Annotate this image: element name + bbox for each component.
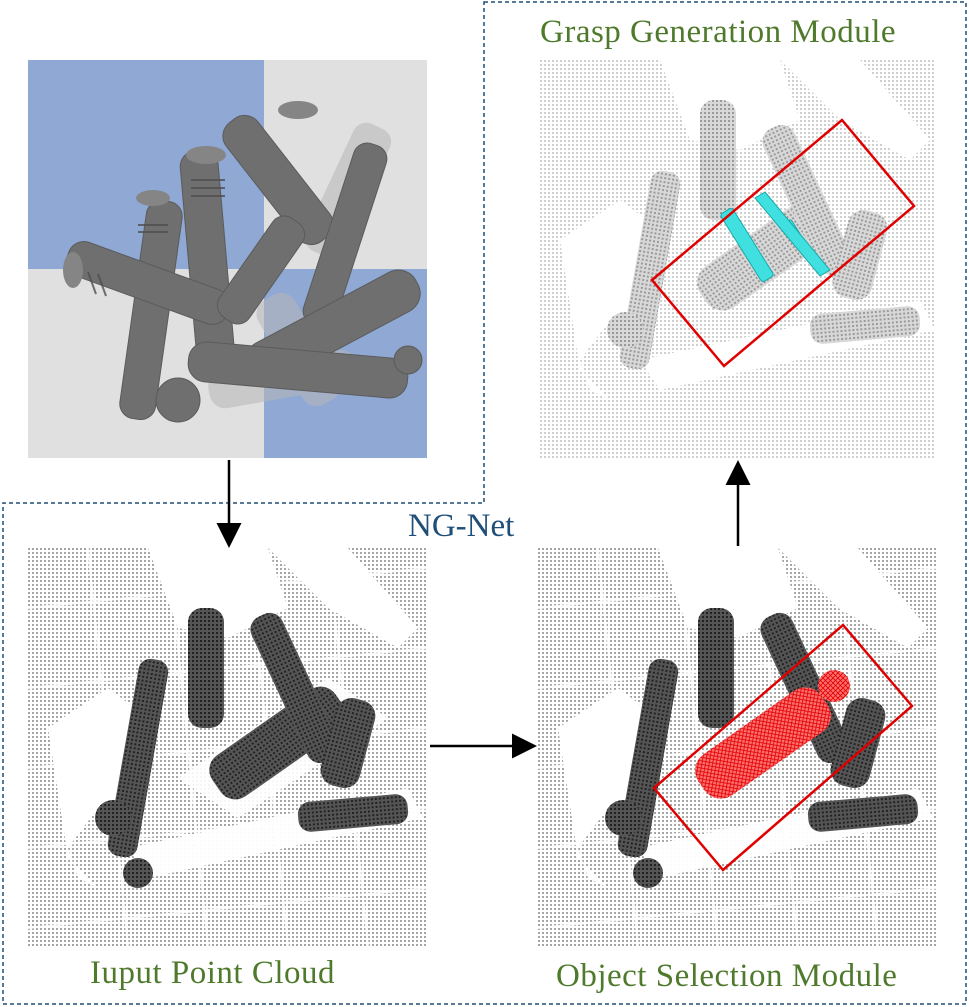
gripper-icon	[720, 191, 831, 282]
selection-box	[652, 623, 914, 872]
input-point-cloud-label: Iuput Point Cloud	[90, 955, 336, 991]
input-point-cloud-image	[28, 548, 428, 946]
grasp-generation-module-label: Grasp Generation Module	[540, 14, 897, 50]
object-selection-image	[538, 548, 938, 946]
object-selection-module-label: Object Selection Module	[556, 958, 898, 994]
rgb-scene-image	[28, 60, 427, 458]
selected-object	[695, 670, 850, 799]
grasp-generation-image	[540, 60, 936, 458]
ng-net-label: NG-Net	[408, 508, 515, 544]
grasp-selection-box	[650, 118, 916, 368]
